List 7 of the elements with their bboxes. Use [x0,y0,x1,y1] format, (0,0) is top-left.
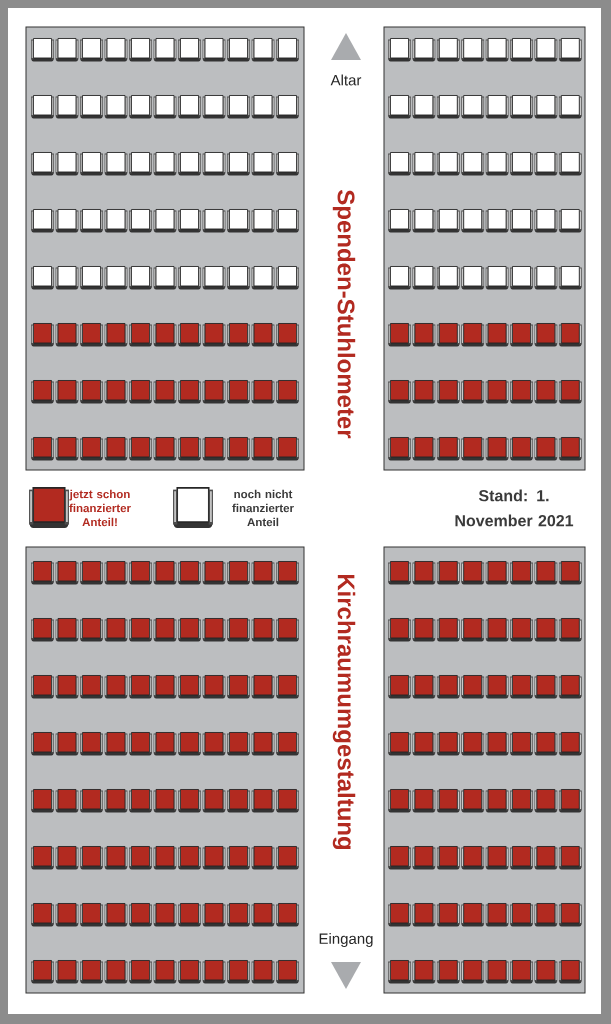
legend-text: jetzt schon finanzierter Anteil! [69,489,131,527]
aisle-label: Altar [330,74,362,86]
date-note: Stand: 1. November 2021 [455,489,574,527]
aisle-label: Eingang [319,933,373,947]
vertical-heading: Kirchraumumgestaltung [332,574,356,850]
vertical-title: Spenden-Stuhlometer [332,190,356,439]
legend-text: noch nicht finanzierter Anteil [232,489,294,527]
